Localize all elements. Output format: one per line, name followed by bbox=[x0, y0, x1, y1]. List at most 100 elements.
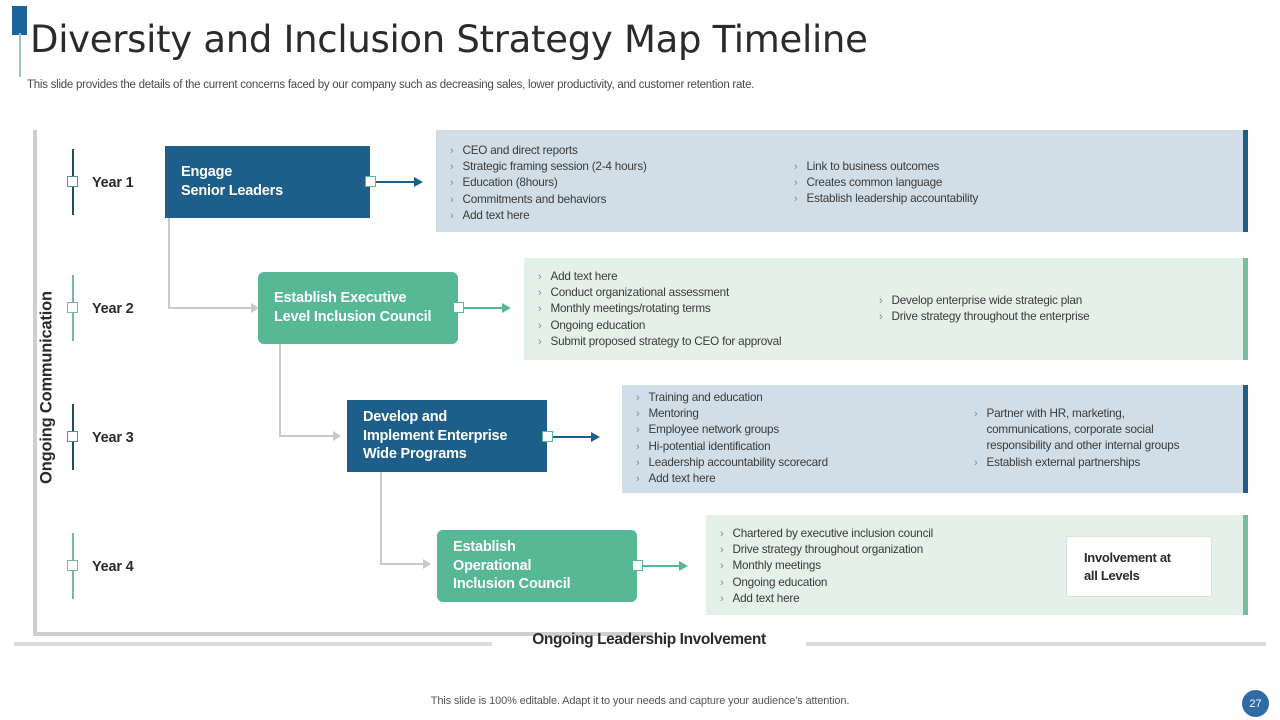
panel-accent-3 bbox=[1243, 385, 1248, 493]
chevron-right-icon: › bbox=[720, 544, 724, 557]
chevron-right-icon: › bbox=[636, 424, 640, 437]
panel-accent-4 bbox=[1243, 515, 1248, 615]
year-marker-4 bbox=[67, 560, 78, 571]
list-item: ›Add text here bbox=[720, 591, 1040, 607]
year-marker-3 bbox=[67, 431, 78, 442]
stage-arrow-head-4 bbox=[679, 561, 688, 571]
chevron-right-icon: › bbox=[450, 209, 454, 222]
list-item: ›Develop enterprise wide strategic plan bbox=[879, 293, 1229, 309]
list-item: ›Drive strategy throughout organization bbox=[720, 542, 1040, 558]
list-item: ›Submit proposed strategy to CEO for app… bbox=[538, 334, 878, 350]
list-item: ›Link to business outcomes bbox=[794, 159, 1194, 175]
footer-band-line-left bbox=[14, 642, 492, 646]
list-item: ›Establish leadership accountability bbox=[794, 191, 1194, 207]
list-item: ›Conduct organizational assessment bbox=[538, 285, 878, 301]
chevron-right-icon: › bbox=[538, 303, 542, 316]
page-title: Diversity and Inclusion Strategy Map Tim… bbox=[30, 18, 868, 61]
stage-arrow-head-1 bbox=[414, 177, 423, 187]
footer-note: This slide is 100% editable. Adapt it to… bbox=[430, 695, 850, 707]
content-panel-year-3: ›Training and education ›Mentoring ›Empl… bbox=[622, 385, 1248, 493]
stage-box-year-2[interactable]: Establish Executive Level Inclusion Coun… bbox=[258, 272, 458, 344]
list-item: ›Add text here bbox=[636, 471, 966, 487]
stage-handle-4 bbox=[632, 560, 643, 571]
chevron-right-icon: › bbox=[450, 177, 454, 190]
bullet-list-year-4-left: ›Chartered by executive inclusion counci… bbox=[720, 526, 1040, 607]
connector-1-2-arrow bbox=[251, 303, 259, 313]
list-item: ›Hi-potential identification bbox=[636, 439, 966, 455]
chevron-right-icon: › bbox=[636, 440, 640, 453]
list-item: ›Creates common language bbox=[794, 175, 1194, 191]
stage-arrow-line-4 bbox=[643, 565, 679, 567]
title-accent-block bbox=[12, 6, 27, 35]
connector-3-4-horizontal bbox=[380, 563, 423, 565]
stage-box-year-1-label: Engage Senior Leaders bbox=[181, 164, 283, 199]
list-item: ›CEO and direct reports bbox=[450, 143, 810, 159]
chevron-right-icon: › bbox=[720, 576, 724, 589]
bullet-list-year-3-left: ›Training and education ›Mentoring ›Empl… bbox=[636, 390, 966, 487]
chevron-right-icon: › bbox=[879, 311, 883, 324]
list-item: ›Drive strategy throughout the enterpris… bbox=[879, 309, 1229, 325]
list-item: ›Monthly meetings bbox=[720, 558, 1040, 574]
chevron-right-icon: › bbox=[794, 193, 798, 206]
chevron-right-icon: › bbox=[794, 177, 798, 190]
year-label-1: Year 1 bbox=[92, 175, 134, 191]
bullet-list-year-2-left: ›Add text here ›Conduct organizational a… bbox=[538, 269, 878, 350]
list-item: ›Commitments and behaviors bbox=[450, 192, 810, 208]
list-item: ›Strategic framing session (2-4 hours) bbox=[450, 159, 810, 175]
chevron-right-icon: › bbox=[794, 161, 798, 173]
chevron-right-icon: › bbox=[538, 287, 542, 300]
chevron-right-icon: › bbox=[538, 319, 542, 332]
stage-handle-1 bbox=[365, 176, 376, 187]
page-subtitle: This slide provides the details of the c… bbox=[27, 79, 755, 91]
content-panel-year-4: ›Chartered by executive inclusion counci… bbox=[706, 515, 1248, 615]
ongoing-communication-rail bbox=[33, 130, 37, 636]
list-item: ›Partner with HR, marketing, communicati… bbox=[974, 407, 1180, 453]
bullet-list-year-1-left: ›CEO and direct reports ›Strategic frami… bbox=[450, 143, 810, 224]
list-item: ›Add text here bbox=[538, 269, 878, 285]
stage-box-year-4[interactable]: Establish Operational Inclusion Council bbox=[437, 530, 637, 602]
stage-box-year-3[interactable]: Develop and Implement Enterprise Wide Pr… bbox=[347, 400, 547, 472]
list-item: ›Employee network groups bbox=[636, 422, 966, 438]
chevron-right-icon: › bbox=[538, 335, 542, 348]
chevron-right-icon: › bbox=[720, 560, 724, 573]
list-item: ›Ongoing education bbox=[720, 575, 1040, 591]
bullet-list-year-3-right: ›Partner with HR, marketing, communicati… bbox=[974, 406, 1244, 471]
connector-1-2-horizontal bbox=[168, 307, 251, 309]
chevron-right-icon: › bbox=[538, 271, 542, 283]
connector-3-4-arrow bbox=[423, 559, 431, 569]
list-item: ›Establish external partnerships bbox=[974, 455, 1244, 471]
connector-1-2-vertical bbox=[168, 218, 170, 309]
stage-box-year-1[interactable]: Engage Senior Leaders bbox=[165, 146, 370, 218]
connector-2-3-horizontal bbox=[279, 435, 333, 437]
year-label-4: Year 4 bbox=[92, 559, 134, 575]
connector-2-3-vertical bbox=[279, 344, 281, 437]
involvement-box-label: Involvement at all Levels bbox=[1084, 549, 1171, 583]
chevron-right-icon: › bbox=[450, 161, 454, 174]
year-marker-2 bbox=[67, 302, 78, 313]
list-item: ›Monthly meetings/rotating terms bbox=[538, 301, 878, 317]
rail-foot-line bbox=[33, 632, 653, 636]
stage-handle-3 bbox=[542, 431, 553, 442]
chevron-right-icon: › bbox=[974, 408, 978, 420]
stage-arrow-head-2 bbox=[502, 303, 511, 313]
chevron-right-icon: › bbox=[720, 592, 724, 605]
stage-arrow-line-2 bbox=[464, 307, 502, 309]
chevron-right-icon: › bbox=[636, 473, 640, 486]
title-accent-line bbox=[19, 33, 21, 77]
stage-box-year-4-label: Establish Operational Inclusion Council bbox=[453, 538, 571, 593]
stage-box-year-3-label: Develop and Implement Enterprise Wide Pr… bbox=[363, 408, 508, 463]
year-label-2: Year 2 bbox=[92, 301, 134, 317]
year-label-3: Year 3 bbox=[92, 430, 134, 446]
stage-arrow-line-1 bbox=[376, 181, 414, 183]
connector-3-4-vertical bbox=[380, 472, 382, 565]
page-number-badge: 27 bbox=[1242, 690, 1269, 717]
panel-accent-2 bbox=[1243, 258, 1248, 360]
chevron-right-icon: › bbox=[720, 528, 724, 540]
bullet-list-year-2-right: ›Develop enterprise wide strategic plan … bbox=[879, 293, 1229, 325]
stage-arrow-head-3 bbox=[591, 432, 600, 442]
year-marker-1 bbox=[67, 176, 78, 187]
footer-band-line-right bbox=[806, 642, 1266, 646]
bullet-list-year-1-right: ›Link to business outcomes ›Creates comm… bbox=[794, 159, 1194, 208]
list-item: ›Mentoring bbox=[636, 406, 966, 422]
